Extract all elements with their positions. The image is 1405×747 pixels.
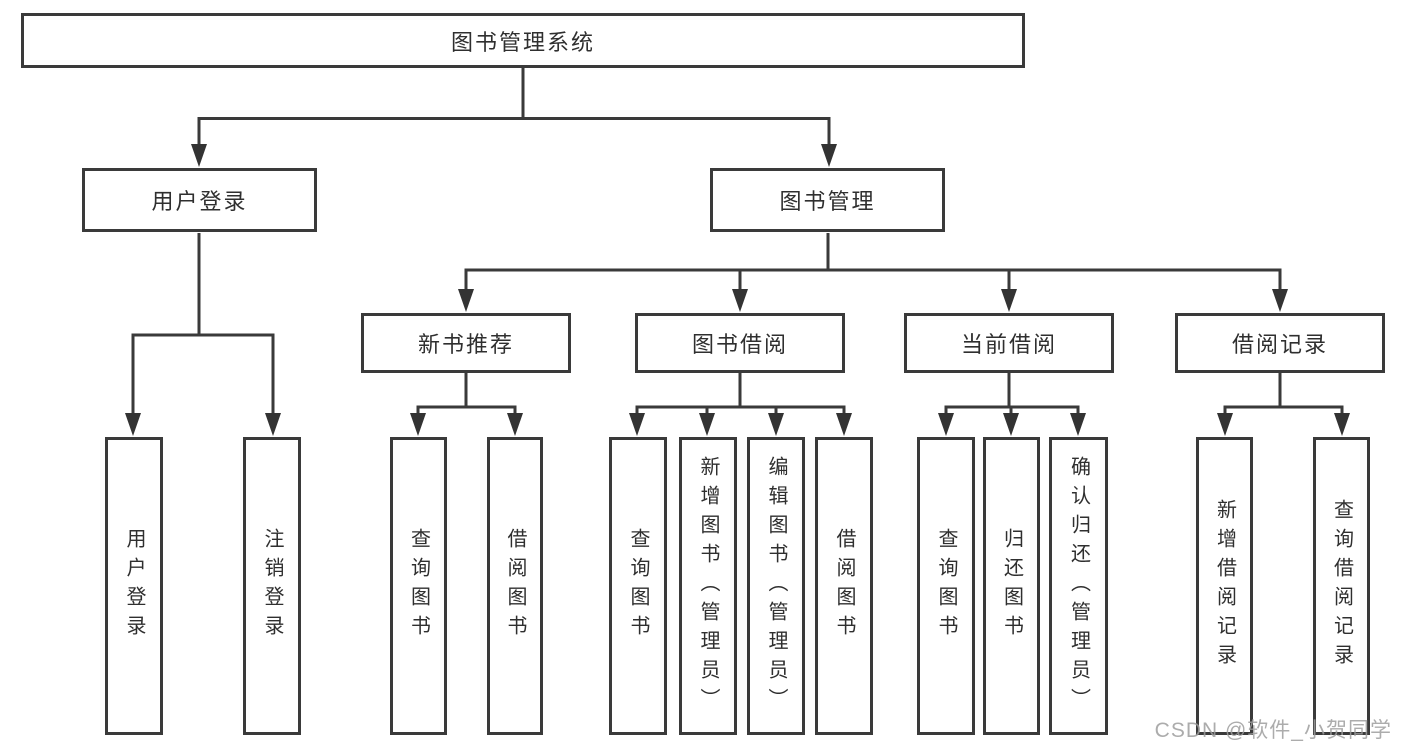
node-leaf-add-borrow-record: 新增借阅记录 (1196, 437, 1253, 735)
node-label: 确认归还（管理员） (1067, 455, 1090, 717)
node-label: 借阅图书 (833, 528, 855, 644)
node-leaf-logout: 注销登录 (243, 437, 301, 735)
node-label: 归还图书 (1000, 528, 1023, 644)
node-label: 图书管理系统 (450, 29, 595, 55)
node-book-management: 图书管理 (710, 168, 945, 232)
csdn-watermark: CSDN @软件_小贺同学 (1154, 719, 1392, 742)
node-leaf-query-books-2: 查询图书 (609, 437, 667, 735)
node-leaf-confirm-return-admin: 确认归还（管理员） (1049, 437, 1108, 735)
node-leaf-query-books-1: 查询图书 (390, 437, 447, 735)
node-leaf-return-books: 归还图书 (983, 437, 1040, 735)
node-label: 新书推荐 (417, 332, 514, 357)
node-leaf-user-login: 用户登录 (105, 437, 163, 735)
node-label: 查询图书 (627, 528, 649, 644)
node-label: 借阅记录 (1231, 332, 1328, 357)
node-label: 图书借阅 (691, 332, 788, 357)
connector-user-login-to-leaves (125, 233, 281, 436)
node-label: 用户登录 (123, 528, 145, 644)
node-leaf-edit-books-admin: 编辑图书（管理员） (747, 437, 805, 735)
node-label: 注销登录 (261, 528, 283, 644)
node-label: 新增借阅记录 (1213, 499, 1236, 673)
connector-borrowing-records-to-leaves (1217, 373, 1350, 436)
node-root-library-management-system: 图书管理系统 (21, 13, 1025, 68)
node-leaf-borrow-books-1: 借阅图书 (487, 437, 543, 735)
node-leaf-query-books-3: 查询图书 (917, 437, 975, 735)
node-leaf-borrow-books-2: 借阅图书 (815, 437, 873, 735)
node-leaf-query-borrow-record: 查询借阅记录 (1313, 437, 1370, 735)
node-user-login: 用户登录 (82, 168, 317, 232)
connector-book-management-to-level3 (458, 233, 1288, 312)
node-label: 查询借阅记录 (1330, 499, 1353, 673)
node-label: 图书管理 (779, 189, 876, 214)
connector-current-borrowing-to-leaves (938, 373, 1086, 436)
node-label: 查询图书 (935, 528, 957, 644)
node-new-book-recommendation: 新书推荐 (361, 313, 571, 373)
node-label: 查询图书 (407, 528, 430, 644)
node-leaf-add-books-admin: 新增图书（管理员） (679, 437, 737, 735)
node-label: 编辑图书（管理员） (765, 455, 787, 717)
node-label: 当前借阅 (960, 332, 1057, 357)
connector-new-book-recommendation-to-leaves (410, 373, 523, 436)
node-borrowing-records: 借阅记录 (1175, 313, 1385, 373)
node-book-borrowing: 图书借阅 (635, 313, 845, 373)
node-label: 借阅图书 (504, 528, 526, 644)
node-label: 用户登录 (151, 189, 248, 214)
node-label: 新增图书（管理员） (697, 455, 719, 717)
node-current-borrowing: 当前借阅 (904, 313, 1114, 373)
connector-root-to-level2 (191, 68, 837, 167)
connector-book-borrowing-to-leaves (629, 373, 852, 436)
